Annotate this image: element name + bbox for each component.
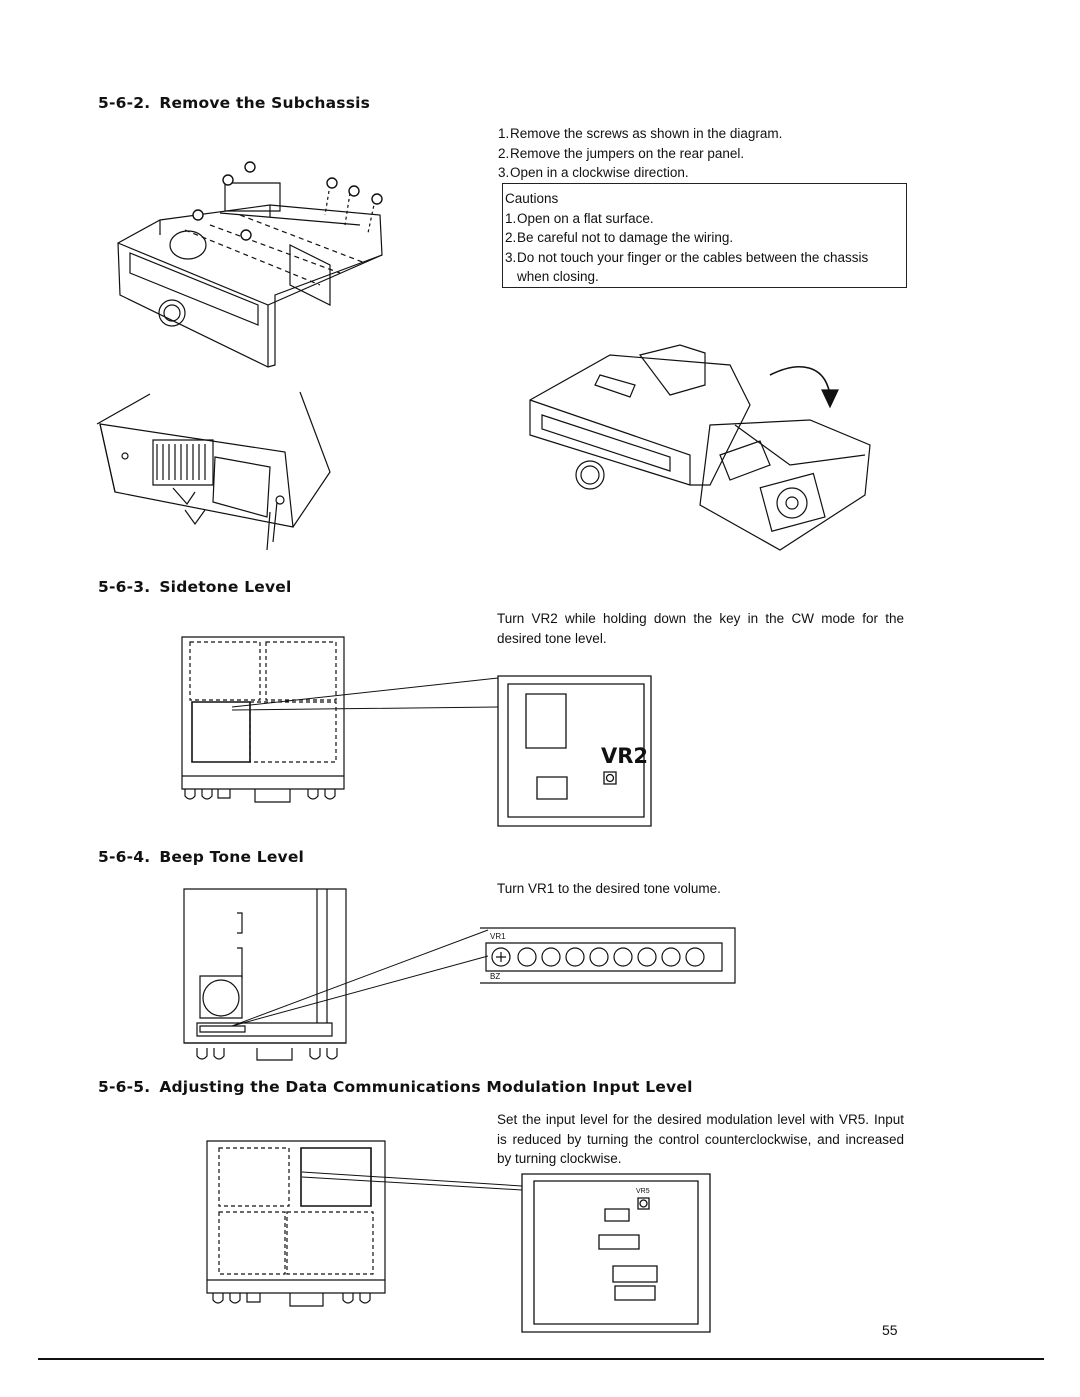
subchassis-open-illustration: [520, 345, 890, 565]
section-heading-sidetone: 5-6-3. Sidetone Level: [98, 578, 292, 596]
vr2-label: VR2: [601, 744, 649, 768]
list-item: 1.Open on a flat surface.: [505, 210, 654, 226]
beep-leader-lines: [230, 928, 490, 1028]
section-number: 5-6-3.: [98, 578, 151, 596]
section-title: Remove the Subchassis: [159, 94, 371, 112]
sidetone-leader-lines: [230, 677, 500, 719]
removal-steps: 1.Remove the screws as shown in the diag…: [498, 124, 908, 183]
section-number: 5-6-2.: [98, 94, 151, 112]
section-title: Beep Tone Level: [159, 848, 305, 866]
list-item: 3.Do not touch your finger or the cables…: [505, 249, 869, 285]
cautions-title: Cautions: [505, 191, 559, 206]
bz-label: BZ: [490, 972, 501, 981]
vr5-detail-diagram: [521, 1173, 711, 1333]
section-heading-subchassis: 5-6-2. Remove the Subchassis: [98, 94, 370, 112]
section-title: Adjusting the Data Communications Modula…: [159, 1078, 693, 1096]
section-title: Sidetone Level: [159, 578, 292, 596]
cautions-box: Cautions 1.Open on a flat surface. 2.Be …: [502, 183, 907, 288]
rear-panel-jumpers-illustration: [95, 392, 330, 552]
page-number: 55: [882, 1322, 898, 1338]
list-item: 2.Remove the jumpers on the rear panel.: [498, 145, 745, 161]
vr1-strip-diagram: [480, 926, 736, 984]
footer-rule: [38, 1358, 1044, 1360]
beep-topview-diagram: [182, 888, 354, 1068]
list-item: 1.Remove the screws as shown in the diag…: [498, 126, 783, 141]
modulation-topview-diagram: [205, 1140, 389, 1312]
list-item: 3.Open in a clockwise direction.: [498, 165, 689, 180]
section-number: 5-6-5.: [98, 1078, 151, 1096]
vr2-detail-diagram: [497, 675, 652, 827]
section-heading-modulation: 5-6-5. Adjusting the Data Communications …: [98, 1078, 693, 1096]
section-number: 5-6-4.: [98, 848, 151, 866]
modulation-instructions: Set the input level for the desired modu…: [497, 1112, 904, 1166]
chassis-screws-illustration: [100, 155, 410, 375]
sidetone-topview-diagram: [180, 636, 350, 806]
vr1-label: VR1: [490, 932, 506, 941]
modulation-leader-lines: [300, 1160, 525, 1192]
beep-instructions: Turn VR1 to the desired tone volume.: [497, 881, 721, 896]
sidetone-instructions: Turn VR2 while holding down the key in t…: [497, 611, 904, 646]
vr5-label: VR5: [636, 1188, 650, 1195]
section-heading-beep: 5-6-4. Beep Tone Level: [98, 848, 304, 866]
list-item: 2.Be careful not to damage the wiring.: [505, 230, 734, 245]
